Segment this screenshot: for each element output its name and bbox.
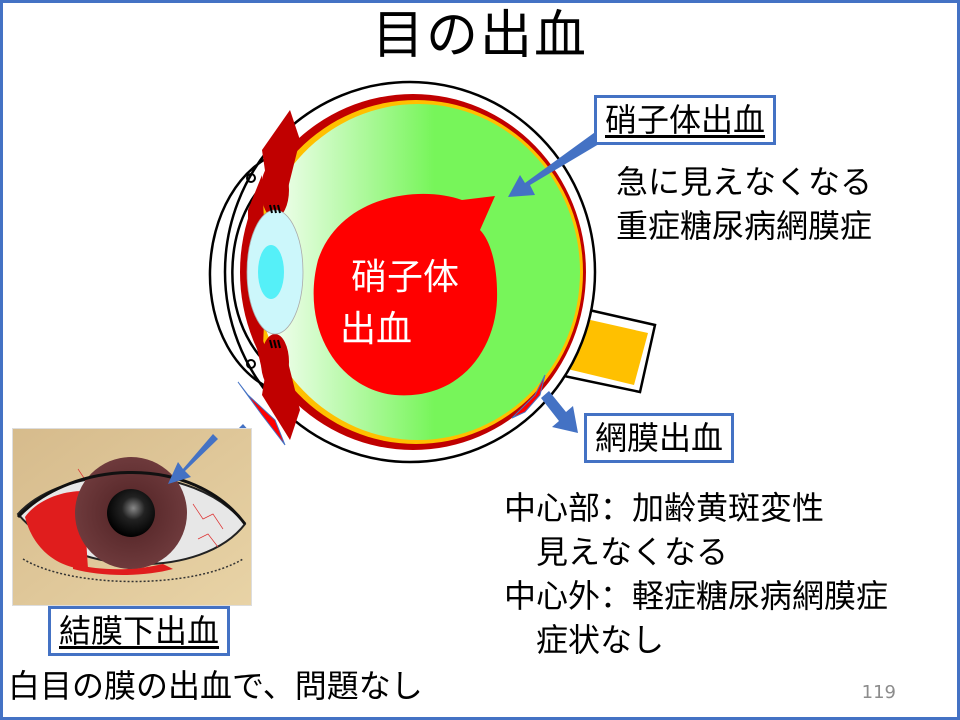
vitreous-hemorrhage-description: 急に見えなくなる 重症糖尿病網膜症: [616, 163, 873, 245]
page-number: 119: [861, 682, 896, 703]
retinal-hemorrhage-callout: 網膜出血: [584, 413, 735, 463]
vitreous-hemorrhage-label: 硝子体 出血: [340, 257, 459, 350]
subconjunctival-hemorrhage-photo: [12, 428, 252, 606]
subconjunctival-hemorrhage-callout: 結膜下出血: [48, 606, 231, 656]
cornea: [208, 148, 286, 397]
subconjunctival-hemorrhage: [237, 381, 286, 446]
subconjunctival-hemorrhage-description: 白目の膜の出血で、問題なし: [8, 667, 423, 705]
retinal-hemorrhage: [511, 374, 546, 419]
slide-title: 目の出血: [371, 6, 588, 66]
vitreous-hemorrhage-callout: 硝子体出血: [594, 95, 777, 145]
vitreous-hemorrhage-bubble: [313, 193, 498, 396]
retinal-hemorrhage-description: 中心部：加齢黄斑変性 見えなくなる 中心外：軽症糖尿病網膜症 症状なし: [504, 489, 889, 659]
